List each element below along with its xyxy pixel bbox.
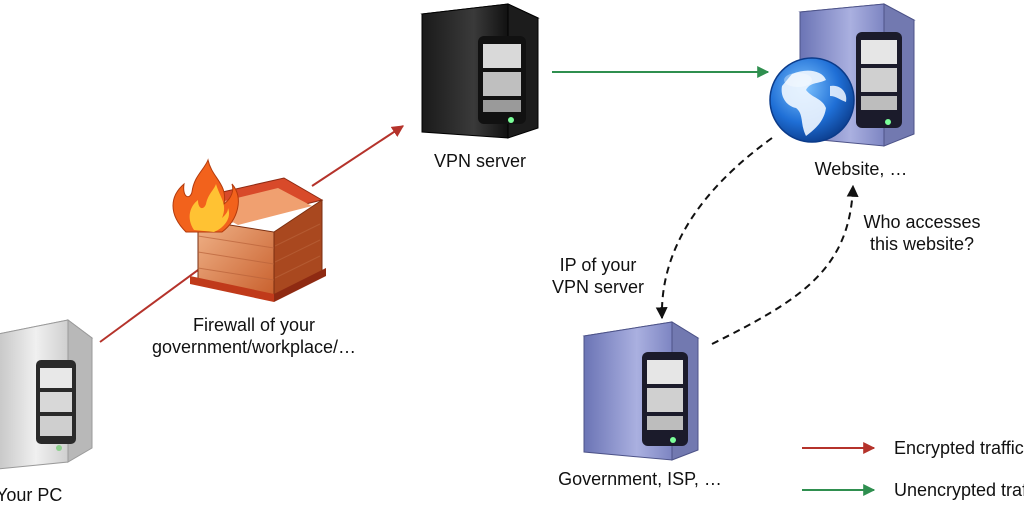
pc-label: Your PC bbox=[0, 485, 63, 505]
government-server-icon bbox=[582, 321, 700, 461]
legend-unencrypted-label: Unencrypted traffic bbox=[894, 480, 1024, 500]
vpn-server-label: VPN server bbox=[433, 151, 527, 171]
who-accesses-annotation: Who accesses this website? bbox=[863, 212, 981, 254]
ip-lookup-dashed-arrow bbox=[655, 137, 773, 320]
firewall-label: Firewall of your government/workplace/… bbox=[151, 315, 357, 357]
who-accesses-dashed-arrow bbox=[711, 184, 859, 345]
website-label: Website, … bbox=[814, 159, 908, 179]
vpn-server-icon bbox=[420, 3, 540, 139]
legend-encrypted-label: Encrypted traffic bbox=[894, 438, 1024, 458]
ip-annotation: IP of your VPN server bbox=[551, 255, 645, 297]
firewall-icon bbox=[172, 158, 326, 302]
pc-server-icon bbox=[0, 319, 94, 470]
encrypted-arrow-firewall-to-vpn bbox=[311, 125, 405, 187]
government-label: Government, ISP, … bbox=[558, 469, 722, 489]
globe-icon bbox=[769, 57, 855, 143]
